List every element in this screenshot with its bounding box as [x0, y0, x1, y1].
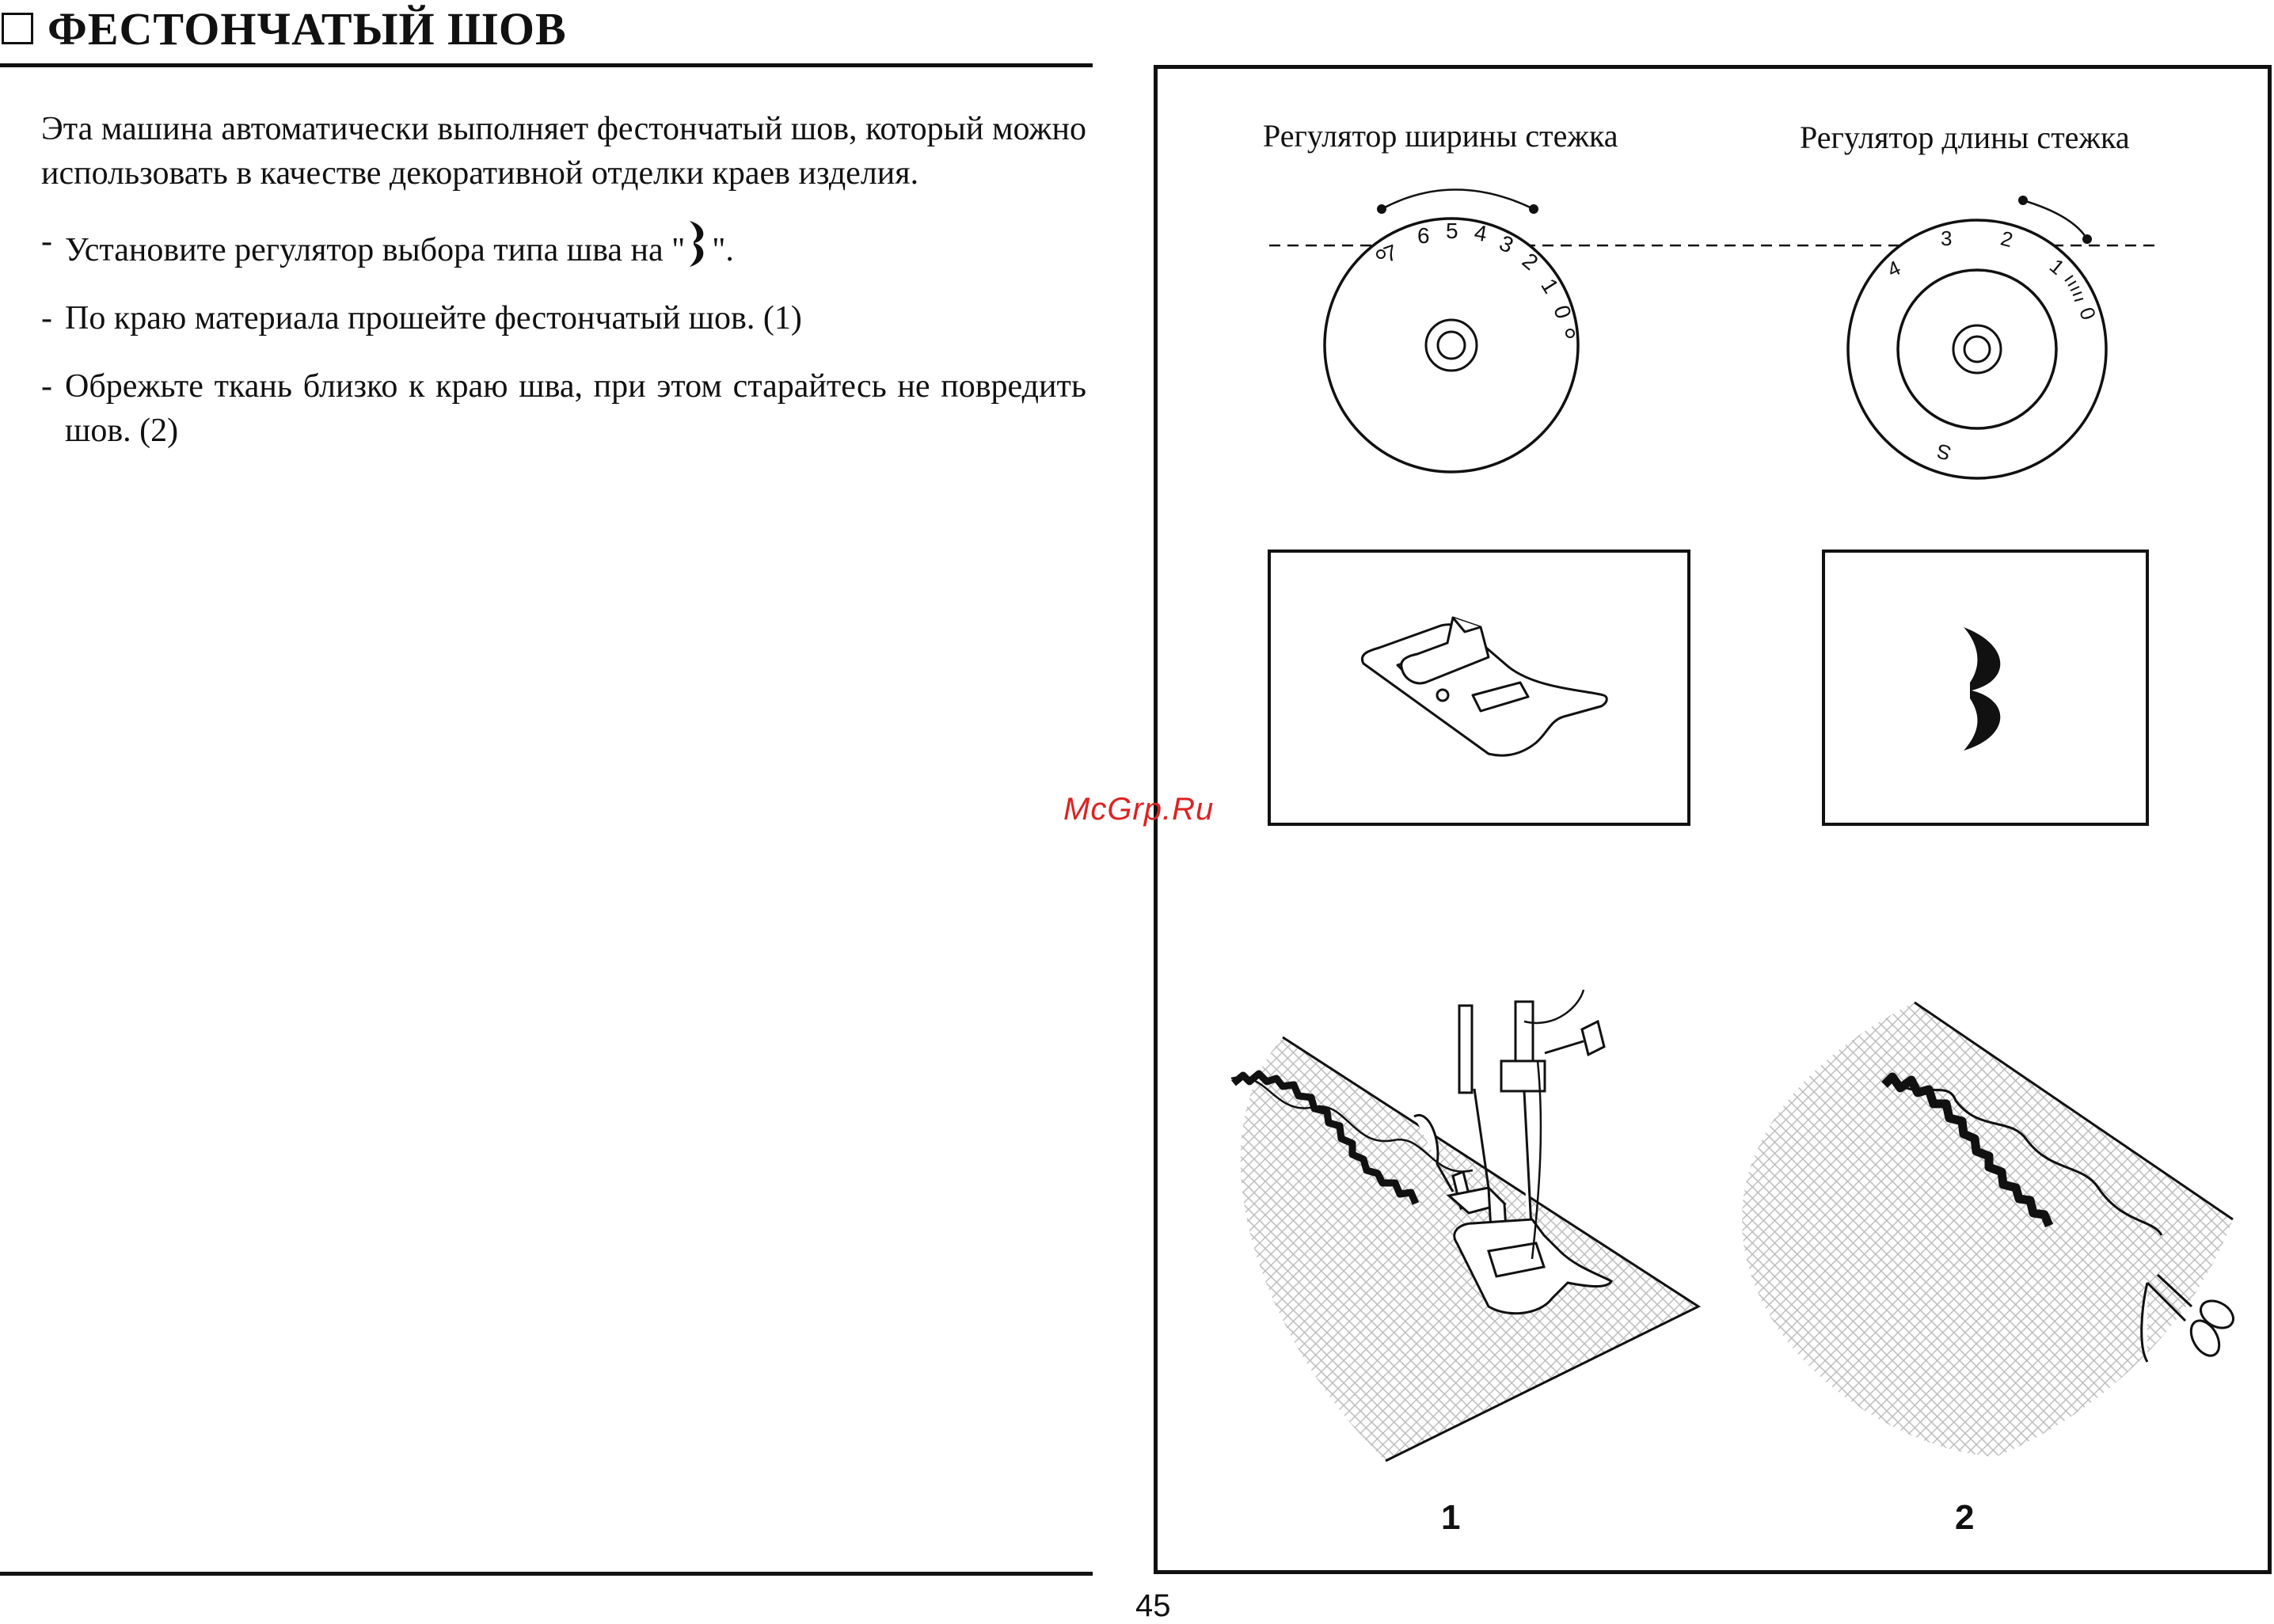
instructions: Эта машина автоматически выполняет фесто… [41, 107, 1086, 453]
width-mark: 4 [1473, 220, 1489, 246]
step-3-text: Обрежьте ткань близко к краю шва, при эт… [65, 368, 1086, 449]
width-dial-label: Регулятор ширины стежка [1263, 118, 1618, 154]
step-2-text: По краю материала прошейте фестончатый ш… [65, 300, 802, 337]
bullet-dash: - [41, 300, 52, 337]
page-title: ФЕСТОНЧАТЫЙ ШОВ [48, 2, 567, 55]
stitch-pattern-panel [1822, 550, 2149, 826]
bullet-dash: - [41, 223, 52, 260]
figure-2-label: 2 [1955, 1498, 1975, 1537]
step-1: - Установите регулятор выбора типа шва н… [41, 219, 1086, 272]
title-row: ФЕСТОНЧАТЫЙ ШОВ [2, 0, 567, 57]
length-dial-label: Регулятор длины стежка [1800, 120, 2130, 155]
sewing-illustration [1230, 989, 1702, 1462]
bottom-rule [0, 1572, 1093, 1576]
stitch-length-dial: 4 3 2 1 0 S [1846, 196, 2108, 480]
intro-paragraph: Эта машина автоматически выполняет фесто… [41, 111, 1086, 192]
width-mark: 6 [1417, 223, 1430, 248]
title-checkbox [2, 13, 33, 44]
step-1-before: Установите регулятор выбора типа шва на … [65, 232, 686, 268]
trimming-illustration [1742, 1001, 2234, 1457]
top-rule [0, 63, 1093, 67]
step-2: - По краю материала прошейте фестончатый… [41, 296, 1086, 340]
scallop-stitch-icon [690, 221, 704, 267]
bullet-dash: - [41, 368, 52, 405]
scallop-stitch-icon [1964, 627, 2001, 751]
illustration-frame [1154, 65, 2272, 1574]
step-1-after: ". [712, 232, 734, 268]
step-3: - Обрежьте ткань близко к краю шва, при … [41, 364, 1086, 453]
length-mark: 3 [1941, 226, 1952, 250]
stitch-width-dial: 7 6 5 4 3 2 1 0 [1323, 188, 1580, 474]
scissors-icon [2140, 1273, 2234, 1363]
width-mark: 5 [1446, 219, 1458, 243]
watermark: McGrp.Ru [1063, 792, 1215, 827]
zigzag-foot-icon [1361, 616, 1608, 757]
figure-1-label: 1 [1441, 1498, 1461, 1537]
page-number: 45 [1135, 1588, 1171, 1623]
presser-foot-panel [1268, 550, 1690, 826]
